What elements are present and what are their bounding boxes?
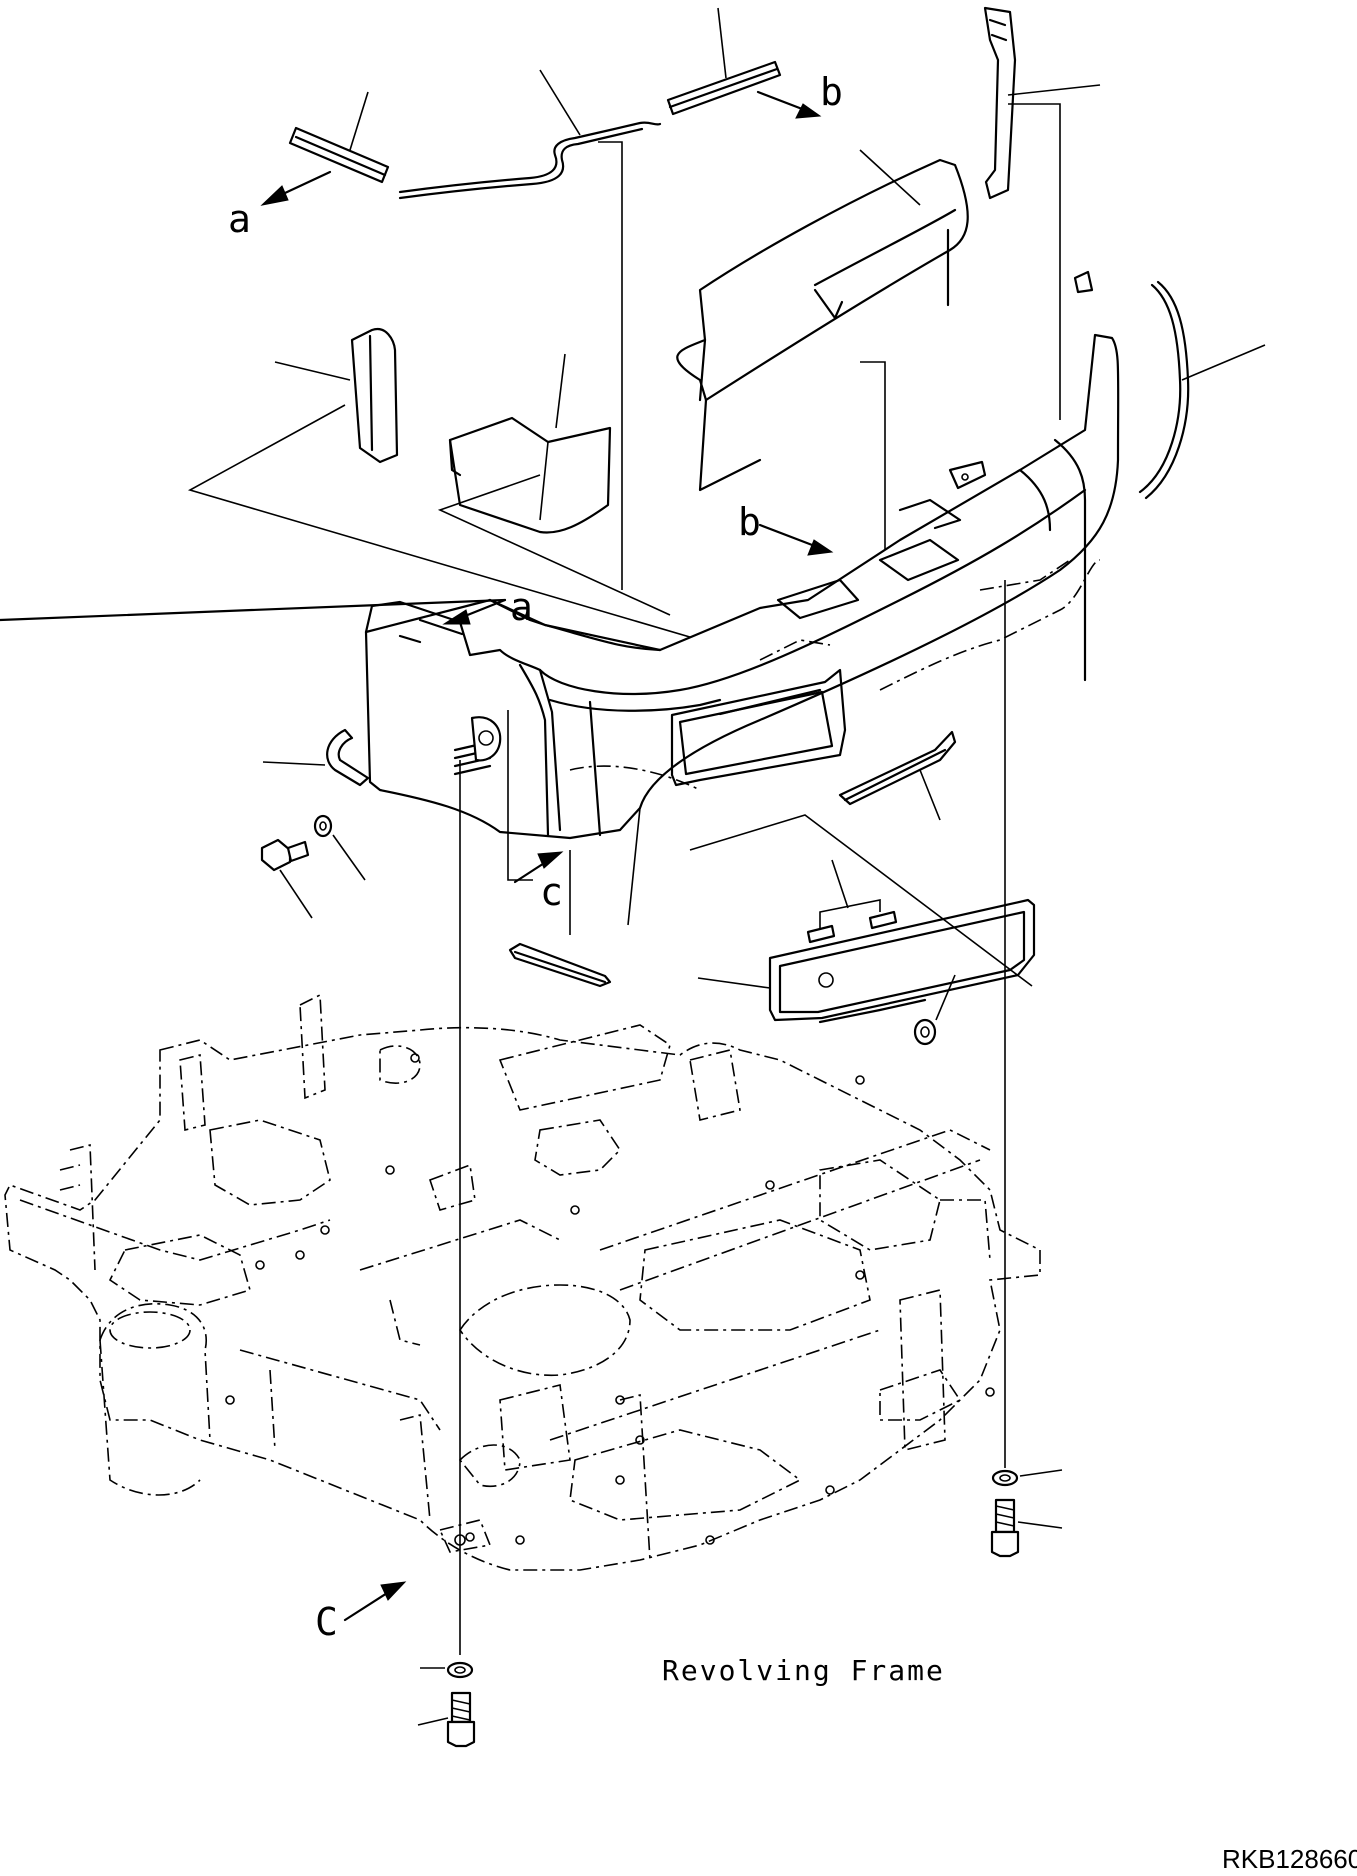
rubber-strip-left — [288, 91, 390, 184]
frame-caption: Revolving Frame — [662, 1654, 945, 1687]
bolt-bottom-left — [417, 1691, 476, 1748]
left-side-cover — [187, 327, 701, 641]
label-a-middle: a — [510, 585, 533, 629]
arrow-c-bottom: C — [315, 1581, 407, 1644]
wire-cable — [398, 69, 662, 590]
arrow-b-top: b — [756, 70, 843, 119]
label-c-bottom: C — [315, 1600, 338, 1644]
clip-left — [262, 728, 370, 787]
corner-guard-top-right — [983, 6, 1101, 420]
vent-grill — [453, 716, 502, 776]
label-b-middle: b — [738, 500, 761, 544]
washer-bottom-left — [420, 1661, 474, 1679]
curved-top-cover — [676, 149, 969, 590]
label-b-top: b — [820, 70, 843, 114]
rubber-strip-lower-left — [508, 942, 612, 988]
drawing-code: RKB128660 — [1222, 1844, 1357, 1874]
plate-nut — [913, 974, 956, 1046]
label-a-top: a — [228, 197, 251, 241]
frame-holes — [225, 1053, 995, 1545]
license-plate-cover — [689, 814, 1036, 1024]
bolt-left — [260, 838, 313, 919]
washer-right — [991, 1469, 1063, 1487]
washer-left — [313, 814, 366, 881]
arched-rubber-strip — [1138, 280, 1266, 500]
arrow-a-top: a — [228, 170, 332, 241]
rubber-strip-lower-right — [838, 730, 957, 821]
middle-curved-cover — [437, 353, 671, 616]
counterweight — [364, 270, 1120, 926]
arrow-c-middle: c — [507, 710, 571, 935]
rubber-strip-right — [666, 7, 782, 116]
arrow-a-middle: a — [0, 585, 533, 629]
bolt-right — [990, 1498, 1063, 1558]
label-c-middle: c — [540, 870, 563, 914]
revolving-frame — [4, 993, 1041, 1571]
arrow-b-middle: b — [738, 500, 834, 556]
